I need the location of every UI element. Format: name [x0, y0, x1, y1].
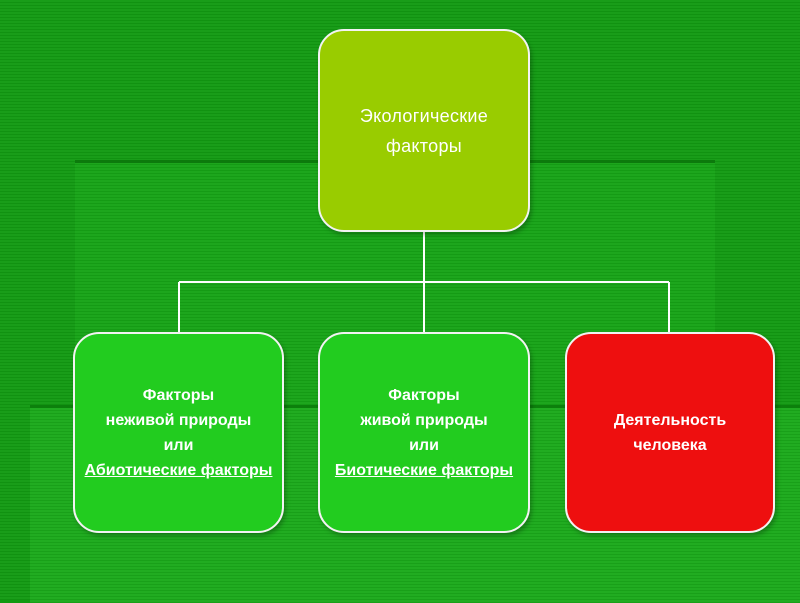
node-line: человека [633, 436, 707, 454]
root-node-ecological-factors: Экологические факторы [318, 29, 530, 232]
node-line: живой природы [360, 411, 488, 429]
node-biotic-factors: Факторы живой природы или Биотические фа… [318, 332, 530, 533]
node-abiotic-factors: Факторы неживой природы или Абиотические… [73, 332, 284, 533]
node-line: или [163, 436, 194, 454]
root-node-line: Экологические [359, 105, 489, 126]
node-human-activity: Деятельность человека [565, 332, 775, 533]
node-line: Факторы [388, 386, 460, 404]
node-line: или [409, 436, 439, 454]
node-line: Деятельность [613, 411, 727, 429]
node-line-underlined: Абиотические факторы [84, 461, 273, 479]
node-line-underlined: Биотические факторы [334, 461, 514, 479]
root-node-line: факторы [386, 135, 462, 156]
node-line: Факторы [142, 386, 215, 404]
node-line: неживой природы [105, 411, 252, 429]
